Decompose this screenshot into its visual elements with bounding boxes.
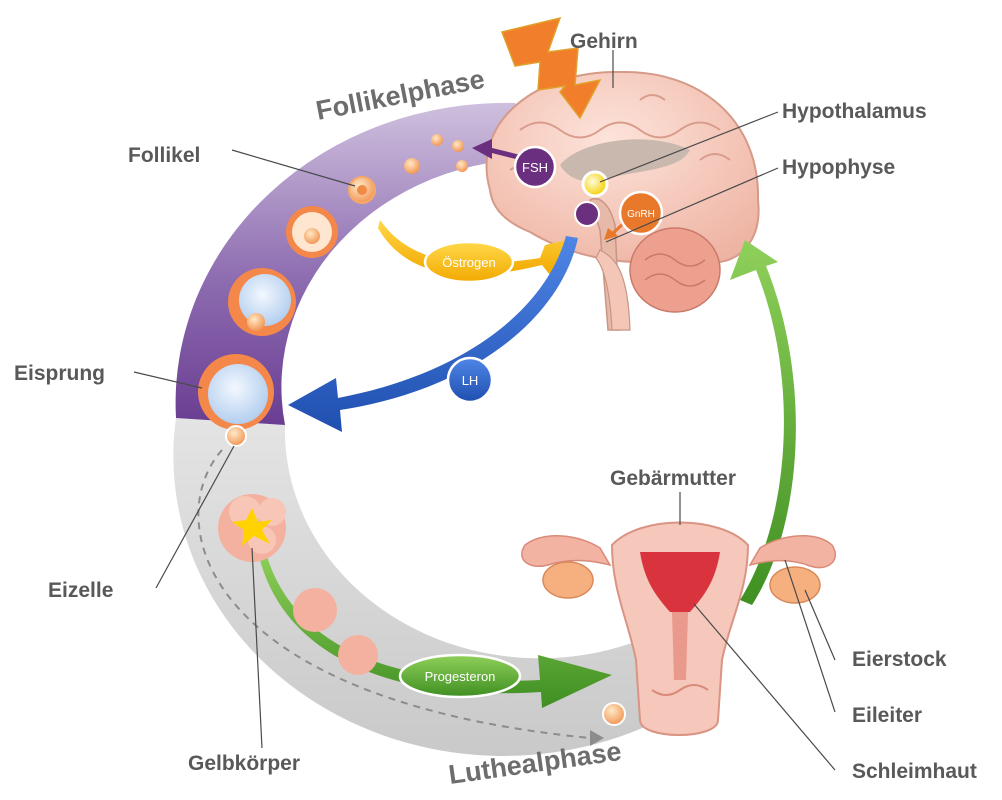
endometrium-label: Schleimhaut xyxy=(852,760,977,783)
lh-badge xyxy=(446,356,494,404)
hypothalamus-label: Hypothalamus xyxy=(782,100,927,123)
leader-egg xyxy=(155,445,235,589)
luteal-dashed-arrow xyxy=(197,449,591,739)
progesterone-label: Progesteron xyxy=(425,669,496,684)
leader-ovary xyxy=(804,589,836,661)
estrogen-label: Östrogen xyxy=(442,255,495,270)
follicle-label: Follikel xyxy=(128,144,200,167)
fsh-label: FSH xyxy=(522,160,548,175)
lh-label: LH xyxy=(462,373,479,388)
corpus-luteum-label: Gelbkörper xyxy=(188,752,300,775)
fallopian-tube-label: Eileiter xyxy=(852,704,922,727)
follicle-ovulating xyxy=(198,354,274,430)
follicle-tertiary xyxy=(228,268,296,336)
follicular-band xyxy=(175,102,560,426)
lh-arrow xyxy=(288,236,578,432)
leader-endometrium xyxy=(693,603,836,771)
brain-label: Gehirn xyxy=(570,30,638,53)
gnrh-label: GnRH xyxy=(627,209,655,220)
leader-pituitary xyxy=(605,167,779,243)
leader-hypothalamus xyxy=(599,111,779,183)
egg-cell xyxy=(225,425,247,447)
hypothalamus-dot xyxy=(581,170,609,198)
pituitary-dot xyxy=(574,201,600,227)
uterus-label: Gebärmutter xyxy=(610,467,736,490)
feedback-arrow xyxy=(730,240,796,605)
leader-ovulation xyxy=(133,371,203,389)
lightning-bolt-icon xyxy=(500,16,602,120)
fsh-badge xyxy=(513,145,557,189)
ovulation-label: Eisprung xyxy=(14,362,105,385)
progesterone-badge xyxy=(398,653,522,699)
uterus-illustration xyxy=(521,521,837,736)
luteal-band xyxy=(173,418,660,756)
pituitary-label: Hypophyse xyxy=(782,156,895,179)
corpus-luteum xyxy=(218,494,286,562)
gnrh-badge xyxy=(618,190,664,236)
leader-follicle xyxy=(231,149,356,187)
leader-corpus-luteum xyxy=(251,547,263,749)
ovary-label: Eierstock xyxy=(852,648,947,671)
follicle-sequence xyxy=(198,134,626,726)
leader-fallopian-tube xyxy=(784,559,836,713)
egg-label: Eizelle xyxy=(48,579,113,602)
follicle-secondary xyxy=(286,206,338,258)
estrogen-badge xyxy=(423,240,515,284)
